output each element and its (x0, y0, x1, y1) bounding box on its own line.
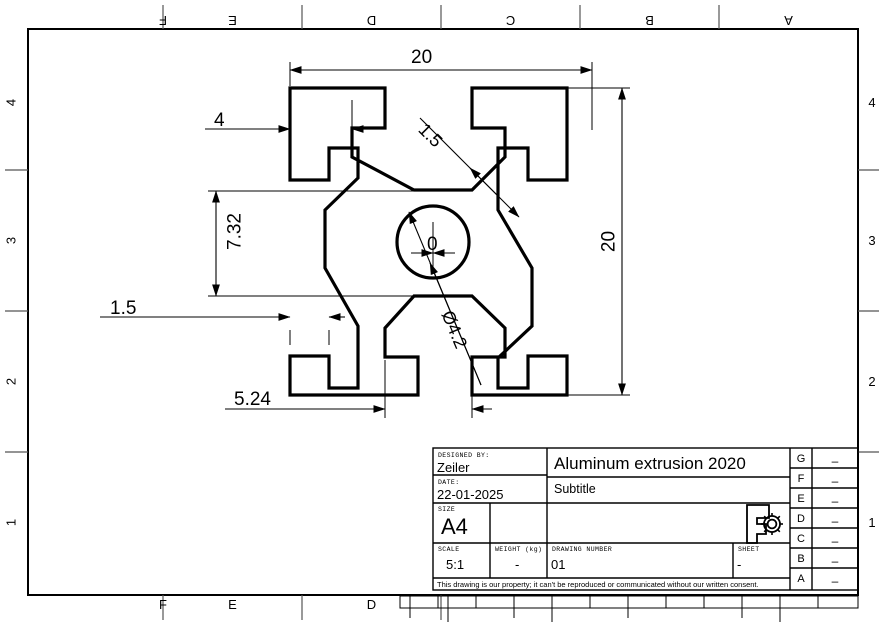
dimension-slot-inner-width (225, 360, 492, 418)
title-block-frame (432, 447, 859, 591)
zone-ticks-left (5, 169, 28, 453)
dimension-slot-offset (208, 190, 420, 297)
extrusion-profile-outline (288, 86, 569, 397)
leader-bore-diameter (408, 211, 482, 386)
dimension-bore-position (411, 222, 455, 268)
zone-ticks-bottom (162, 595, 442, 620)
dimension-wall-thickness (100, 313, 345, 345)
sheet-frame (27, 28, 859, 596)
dimension-overall-height (565, 87, 630, 396)
gear-logo-icon (746, 504, 783, 544)
zone-ticks-top (162, 5, 720, 29)
dimension-slot-opening (205, 100, 372, 158)
center-bore-circle (395, 204, 471, 280)
dimension-chamfer (419, 117, 520, 218)
zone-ticks-right (858, 169, 879, 453)
dimension-overall-width (289, 62, 593, 130)
bottom-scale-ruler (399, 595, 859, 622)
